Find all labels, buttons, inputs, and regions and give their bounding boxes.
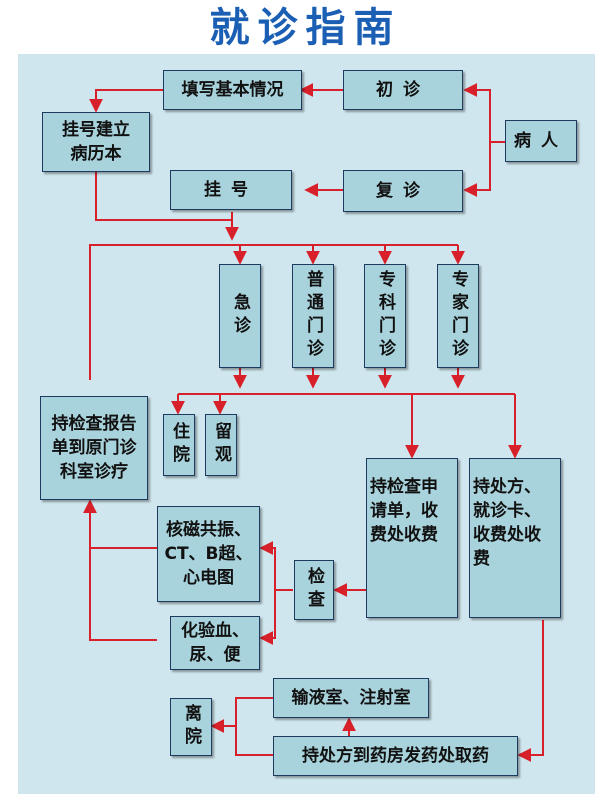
prescription-payment-box: 持处方、就诊卡、收费处收费 — [469, 458, 561, 618]
arrow-to-discharge — [235, 697, 273, 756]
line-distribution — [89, 244, 458, 380]
arrow-exam-lab — [259, 590, 276, 645]
pharmacy-box: 持处方到药房发药处取药 — [273, 736, 518, 776]
first-visit-box: 初诊 — [343, 70, 463, 110]
arrow-fill-record — [89, 89, 163, 113]
general-clinic-box: 普通门诊 — [292, 264, 334, 368]
arrow-patient-revisit — [463, 142, 491, 197]
register-box: 挂号 — [170, 170, 292, 210]
imaging-box: 核磁共振、CT、B超、心电图 — [157, 506, 260, 602]
observation-box: 留观 — [205, 414, 237, 476]
examination-box: 检查 — [294, 560, 334, 620]
expert-clinic-box: 专家门诊 — [437, 264, 479, 368]
lab-tests-box: 化验血、尿、便 — [170, 616, 260, 670]
revisit-box: 复诊 — [343, 170, 463, 212]
register-record-box: 挂号建立病历本 — [42, 112, 150, 172]
report-return-box: 持检查报告单到原门诊科室诊疗 — [40, 396, 148, 500]
emergency-box: 急诊 — [219, 264, 261, 368]
patient-box: 病人 — [505, 120, 577, 162]
infusion-box: 输液室、注射室 — [273, 678, 429, 718]
arrow-patient-first — [463, 83, 505, 143]
specialty-clinic-box: 专科门诊 — [364, 264, 406, 368]
page-title: 就诊指南 — [209, 5, 402, 51]
arrow-results-report — [89, 547, 157, 641]
discharge-box: 离院 — [170, 698, 212, 756]
arrow-exam-imaging — [259, 541, 293, 591]
inpatient-box: 住院 — [163, 414, 195, 476]
fill-info-box: 填写基本情况 — [163, 70, 302, 110]
exam-payment-box: 持检查申请单，收费处收费 — [366, 458, 458, 618]
arrow-prescription-pharmacy — [517, 620, 544, 762]
